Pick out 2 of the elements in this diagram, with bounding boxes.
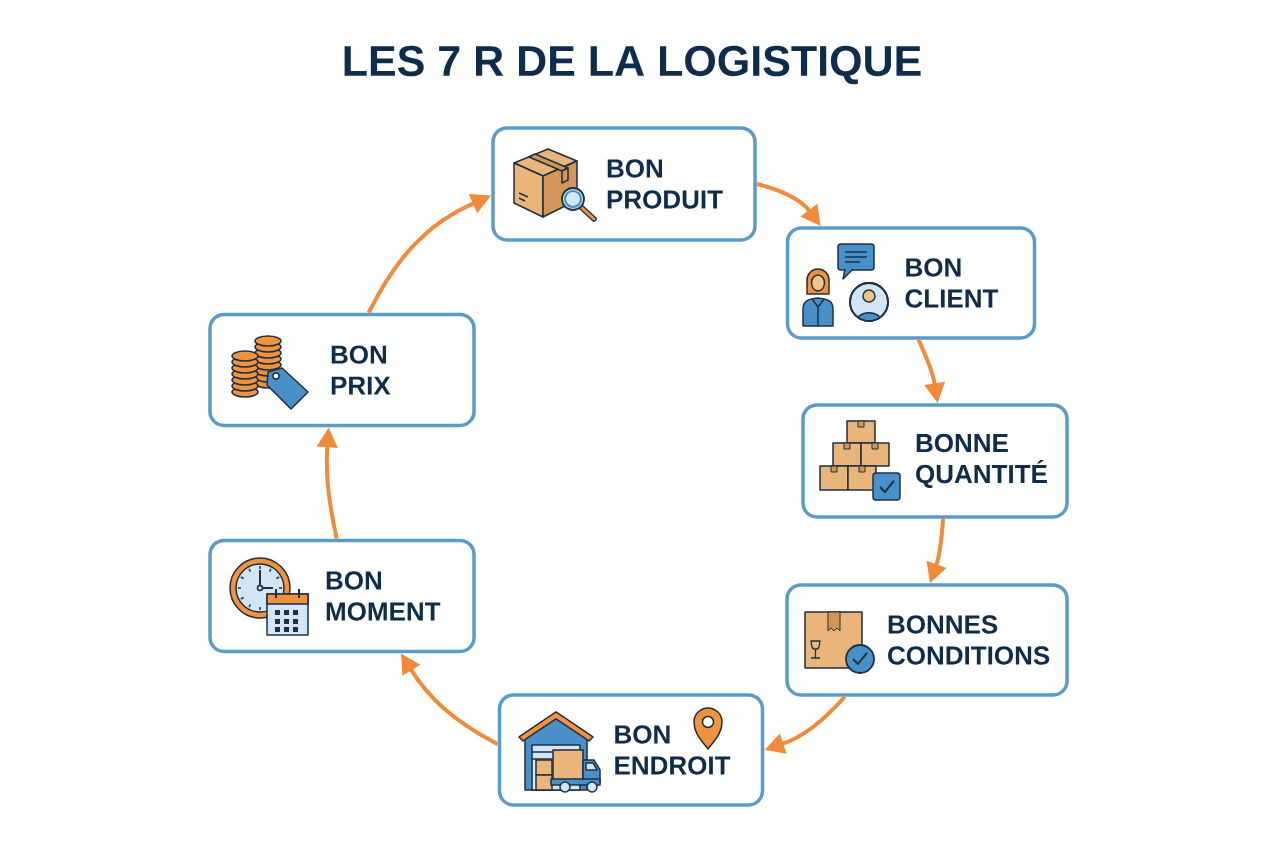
title: LES 7 R DE LA LOGISTIQUE [344, 45, 921, 85]
process-box: BON PRIX [208, 312, 476, 428]
